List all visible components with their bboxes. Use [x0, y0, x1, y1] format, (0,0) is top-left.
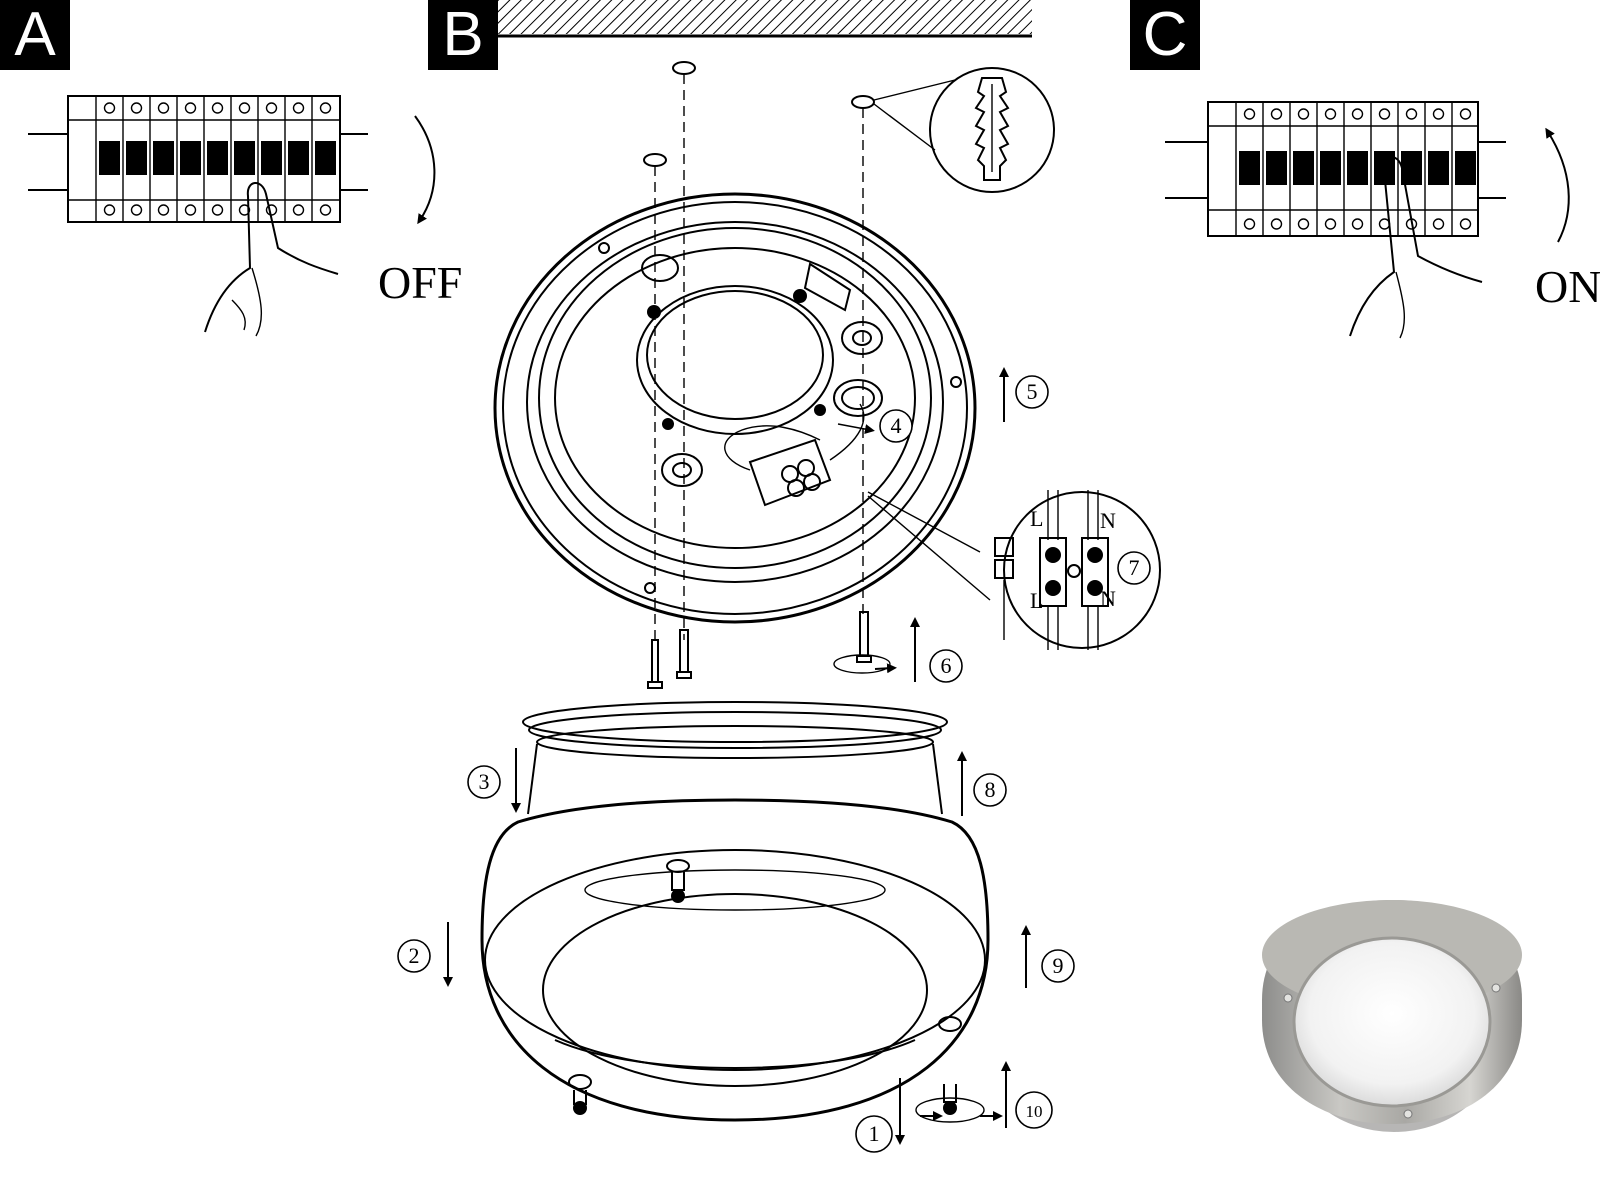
off-label: OFF	[378, 257, 462, 308]
terminal-n-top: N	[1100, 508, 1116, 533]
step-circle	[879, 409, 913, 443]
step-circle	[1041, 949, 1075, 983]
lamp-housing	[480, 798, 1003, 1123]
breaker-panel-off	[28, 95, 368, 223]
terminal-l-bottom: L	[1030, 588, 1043, 613]
panel-a-label: A	[0, 0, 70, 70]
step-number: 9	[1053, 953, 1064, 978]
off-arrow	[414, 115, 436, 225]
screws-top	[647, 611, 897, 689]
hand-pressing-off	[204, 182, 339, 337]
terminal-l-top: L	[1030, 506, 1043, 531]
step-number: 1	[869, 1121, 880, 1146]
step-circle	[973, 773, 1007, 807]
step-number: 8	[985, 777, 996, 802]
mounting-plate	[493, 192, 977, 624]
breaker-panel-on	[1165, 101, 1506, 237]
step-arrows	[443, 367, 1031, 1145]
glass-diffuser	[522, 701, 948, 815]
on-arrow	[1545, 127, 1570, 243]
step-circle	[467, 765, 501, 799]
step-circle	[855, 1115, 893, 1153]
step-number: 7	[1129, 555, 1140, 580]
hand-pressing-on	[1349, 156, 1483, 339]
step-circle	[397, 939, 431, 973]
step-number: 5	[1027, 379, 1038, 404]
step-circle	[1117, 551, 1151, 585]
step-number: 2	[409, 943, 420, 968]
step-number: 6	[941, 653, 952, 678]
ceiling-hatch	[498, 0, 1032, 38]
drill-hole-marks	[643, 61, 875, 640]
terminal-n-bottom: N	[1100, 586, 1116, 611]
step-number: 10	[1026, 1102, 1043, 1121]
step-circle	[1015, 1091, 1053, 1129]
step-markers: 1 2 3 4 5 6 7 8 9 10	[397, 375, 1151, 1153]
wall-plug-callout	[873, 67, 1055, 193]
on-label: ON	[1535, 261, 1600, 312]
step-number: 4	[891, 413, 902, 438]
panel-b-label: B	[428, 0, 498, 70]
panel-c-label: C	[1130, 0, 1200, 70]
step-circle	[929, 649, 963, 683]
product-photo	[1262, 900, 1522, 1132]
step-number: 3	[479, 769, 490, 794]
step-circle	[1015, 375, 1049, 409]
wiring-callout	[867, 490, 1161, 650]
